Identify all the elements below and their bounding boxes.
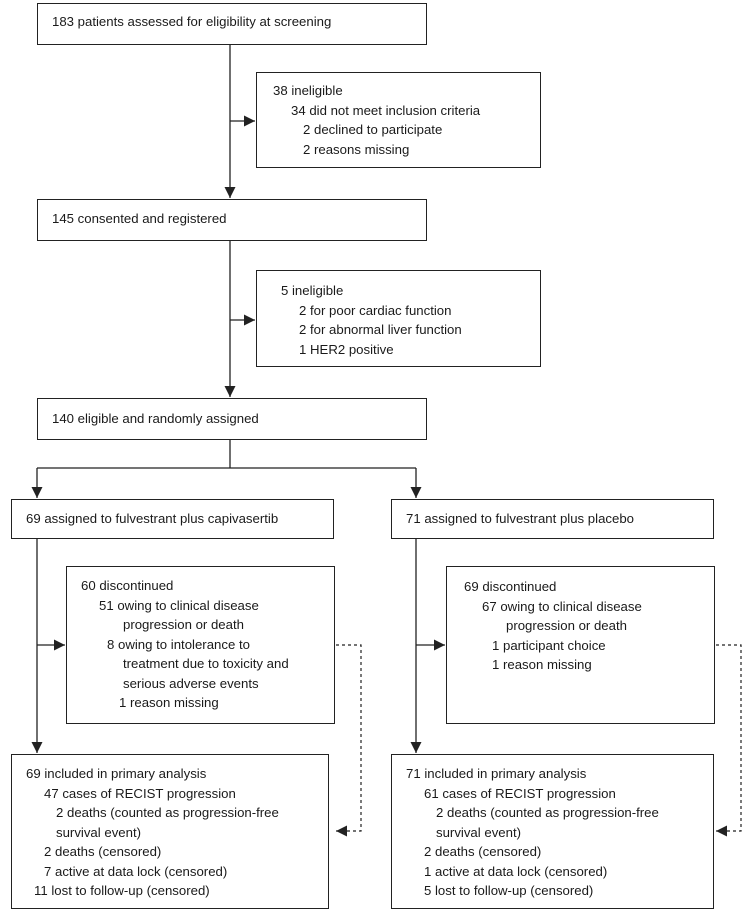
ineligible-reason: 34 did not meet inclusion criteria [291, 102, 481, 118]
discontinued-title: 60 discontinued [81, 578, 174, 593]
dashed-link-placebo [716, 644, 742, 837]
ineligible-reason: 2 reasons missing [303, 141, 410, 157]
discontinued-capivasertib-box: 60 discontinued 51 owing to clinical dis… [66, 566, 335, 724]
arm-placebo-box: 71 assigned to fulvestrant plus placebo [391, 499, 714, 539]
analysis-capivasertib-box: 69 included in primary analysis 47 cases… [11, 754, 329, 909]
ineligible-registration-box: 5 ineligible 2 for poor cardiac function… [256, 270, 541, 367]
analysis-active: 7 active at data lock (censored) [44, 863, 228, 879]
ineligible-reason: 1 HER2 positive [299, 341, 394, 357]
analysis-lost: 11 lost to follow-up (censored) [34, 883, 210, 898]
analysis-placebo-box: 71 included in primary analysis 61 cases… [391, 754, 714, 909]
screening-text: 183 patients assessed for eligibility at… [52, 14, 332, 29]
arm-capivasertib-label: 69 assigned to fulvestrant plus capivase… [26, 511, 279, 526]
screening-box: 183 patients assessed for eligibility at… [37, 3, 427, 45]
randomised-text: 140 eligible and randomly assigned [52, 411, 259, 426]
analysis-recist: 47 cases of RECIST progression [44, 785, 236, 801]
dashed-link-capivasertib [336, 644, 362, 837]
discontinued-reason: 51 owing to clinical disease [99, 597, 259, 613]
discontinued-reason: 1 reason missing [119, 695, 219, 710]
discontinued-reason: 1 reason missing [492, 657, 592, 672]
consented-box: 145 consented and registered [37, 199, 427, 241]
randomised-box: 140 eligible and randomly assigned [37, 398, 427, 440]
analysis-title: 69 included in primary analysis [26, 766, 207, 781]
ineligible-screening-title: 38 ineligible [273, 83, 343, 98]
ineligible-reason: 2 for poor cardiac function [299, 302, 452, 318]
discontinued-reason-continued: treatment due to toxicity and [123, 656, 289, 671]
ineligible-reason: 2 declined to participate [303, 122, 443, 137]
ineligible-registration-title: 5 ineligible [281, 283, 344, 298]
analysis-deaths-censored: 2 deaths (censored) [44, 844, 162, 859]
discontinued-reason: 67 owing to clinical disease [482, 598, 642, 614]
analysis-active: 1 active at data lock (censored) [424, 863, 608, 879]
ineligible-screening-box: 38 ineligible 34 did not meet inclusion … [256, 72, 541, 168]
discontinued-placebo-box: 69 discontinued 67 owing to clinical dis… [446, 566, 715, 724]
analysis-recist: 61 cases of RECIST progression [424, 785, 616, 801]
analysis-lost: 5 lost to follow-up (censored) [424, 883, 594, 898]
discontinued-title: 69 discontinued [464, 579, 557, 594]
discontinued-reason: 1 participant choice [492, 637, 606, 653]
discontinued-reason: 8 owing to intolerance to [107, 636, 250, 652]
analysis-deaths-pfs: 2 deaths (counted as progression-free [436, 805, 659, 820]
analysis-deaths-pfs-continued: survival event) [436, 824, 522, 840]
arm-placebo-label: 71 assigned to fulvestrant plus placebo [406, 511, 634, 526]
analysis-deaths-pfs-continued: survival event) [56, 824, 142, 840]
discontinued-reason-continued: progression or death [123, 617, 244, 632]
discontinued-reason-continued: progression or death [506, 618, 627, 633]
ineligible-reason: 2 for abnormal liver function [299, 322, 462, 337]
arm-capivasertib-box: 69 assigned to fulvestrant plus capivase… [11, 499, 334, 539]
analysis-deaths-censored: 2 deaths (censored) [424, 844, 542, 859]
analysis-title: 71 included in primary analysis [406, 766, 587, 781]
consented-text: 145 consented and registered [52, 211, 227, 226]
discontinued-reason-continued: serious adverse events [123, 675, 259, 691]
analysis-deaths-pfs: 2 deaths (counted as progression-free [56, 805, 279, 820]
